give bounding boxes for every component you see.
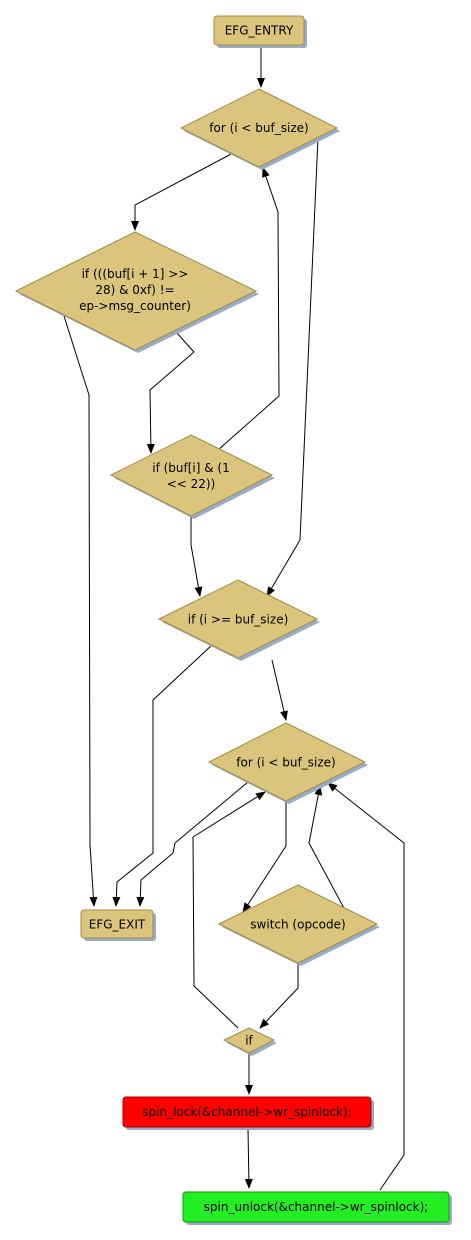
node-for2-label: for (i < buf_size) xyxy=(236,756,335,770)
node-switch-diamond xyxy=(217,884,379,964)
edge-for2-exit xyxy=(136,781,249,907)
edges xyxy=(63,45,405,1191)
node-for1[interactable]: for (i < buf_size) xyxy=(179,88,340,170)
edge-if3-exit xyxy=(112,644,213,907)
node-if4-label: if xyxy=(245,1034,253,1048)
node-if2-line-2: << 22)) xyxy=(167,477,216,491)
node-for2[interactable]: for (i < buf_size) xyxy=(207,722,368,804)
node-switch-label: switch (opcode) xyxy=(250,918,345,932)
node-if1-diamond xyxy=(14,231,258,351)
edge-lock-unlock xyxy=(244,1127,253,1189)
node-if1[interactable]: if (((buf[i + 1] >> 28) & 0xf) != ep->ms… xyxy=(14,231,259,353)
node-if3-diamond xyxy=(157,579,319,659)
node-spin-lock[interactable]: spin_lock(&channel->wr_spinlock); xyxy=(122,1096,374,1130)
node-if2-diamond xyxy=(109,434,274,517)
node-entry-label: EFG_ENTRY xyxy=(225,24,294,38)
edge-if3-for2 xyxy=(271,659,288,721)
node-for1-diamond xyxy=(179,88,339,168)
edge-if2-if3 xyxy=(190,517,203,597)
node-if1-line-2: 28) & 0xf) != xyxy=(95,283,174,297)
node-if3-label: if (i >= buf_size) xyxy=(188,613,289,627)
node-if1-line-3: ep->msg_counter) xyxy=(79,299,191,313)
edge-if4-for2 xyxy=(192,791,266,1029)
edge-for1-if1 xyxy=(131,152,234,231)
node-if4-diamond xyxy=(222,1027,276,1054)
node-spin-unlock-label: spin_unlock(&channel->wr_spinlock); xyxy=(204,1200,429,1214)
edge-if1-exit xyxy=(63,315,98,907)
edge-if2-for1 xyxy=(217,167,280,451)
node-if1-line-1: if (((buf[i + 1] >> xyxy=(82,267,189,281)
node-spin-lock-label: spin_lock(&channel->wr_spinlock); xyxy=(142,1105,351,1119)
edge-switch-if4 xyxy=(259,963,299,1029)
node-if4[interactable]: if xyxy=(222,1027,277,1056)
edge-switch-for2 xyxy=(308,785,347,913)
edge-for2-switch xyxy=(242,802,287,913)
node-switch[interactable]: switch (opcode) xyxy=(217,884,380,966)
node-for2-diamond xyxy=(207,722,367,802)
edge-for1-if3 xyxy=(266,137,319,597)
edge-unlock-for2 xyxy=(327,782,405,1191)
node-spin-unlock-box xyxy=(182,1191,450,1223)
nodes: EFG_ENTRY for (i < buf_size) if (((buf[i… xyxy=(14,15,452,1225)
node-entry-box xyxy=(213,15,305,46)
node-exit-box xyxy=(80,909,154,939)
node-exit[interactable]: EFG_EXIT xyxy=(80,909,156,941)
node-if3[interactable]: if (i >= buf_size) xyxy=(157,579,320,661)
edge-if1-if2 xyxy=(146,331,195,454)
node-for1-label: for (i < buf_size) xyxy=(209,121,308,135)
node-spin-unlock[interactable]: spin_unlock(&channel->wr_spinlock); xyxy=(182,1191,452,1225)
node-if2[interactable]: if (buf[i] & (1 << 22)) xyxy=(109,434,275,519)
node-entry[interactable]: EFG_ENTRY xyxy=(213,15,307,48)
node-exit-label: EFG_EXIT xyxy=(89,918,146,932)
node-if2-line-1: if (buf[i] & (1 xyxy=(152,461,230,475)
node-spin-lock-box xyxy=(122,1096,372,1128)
